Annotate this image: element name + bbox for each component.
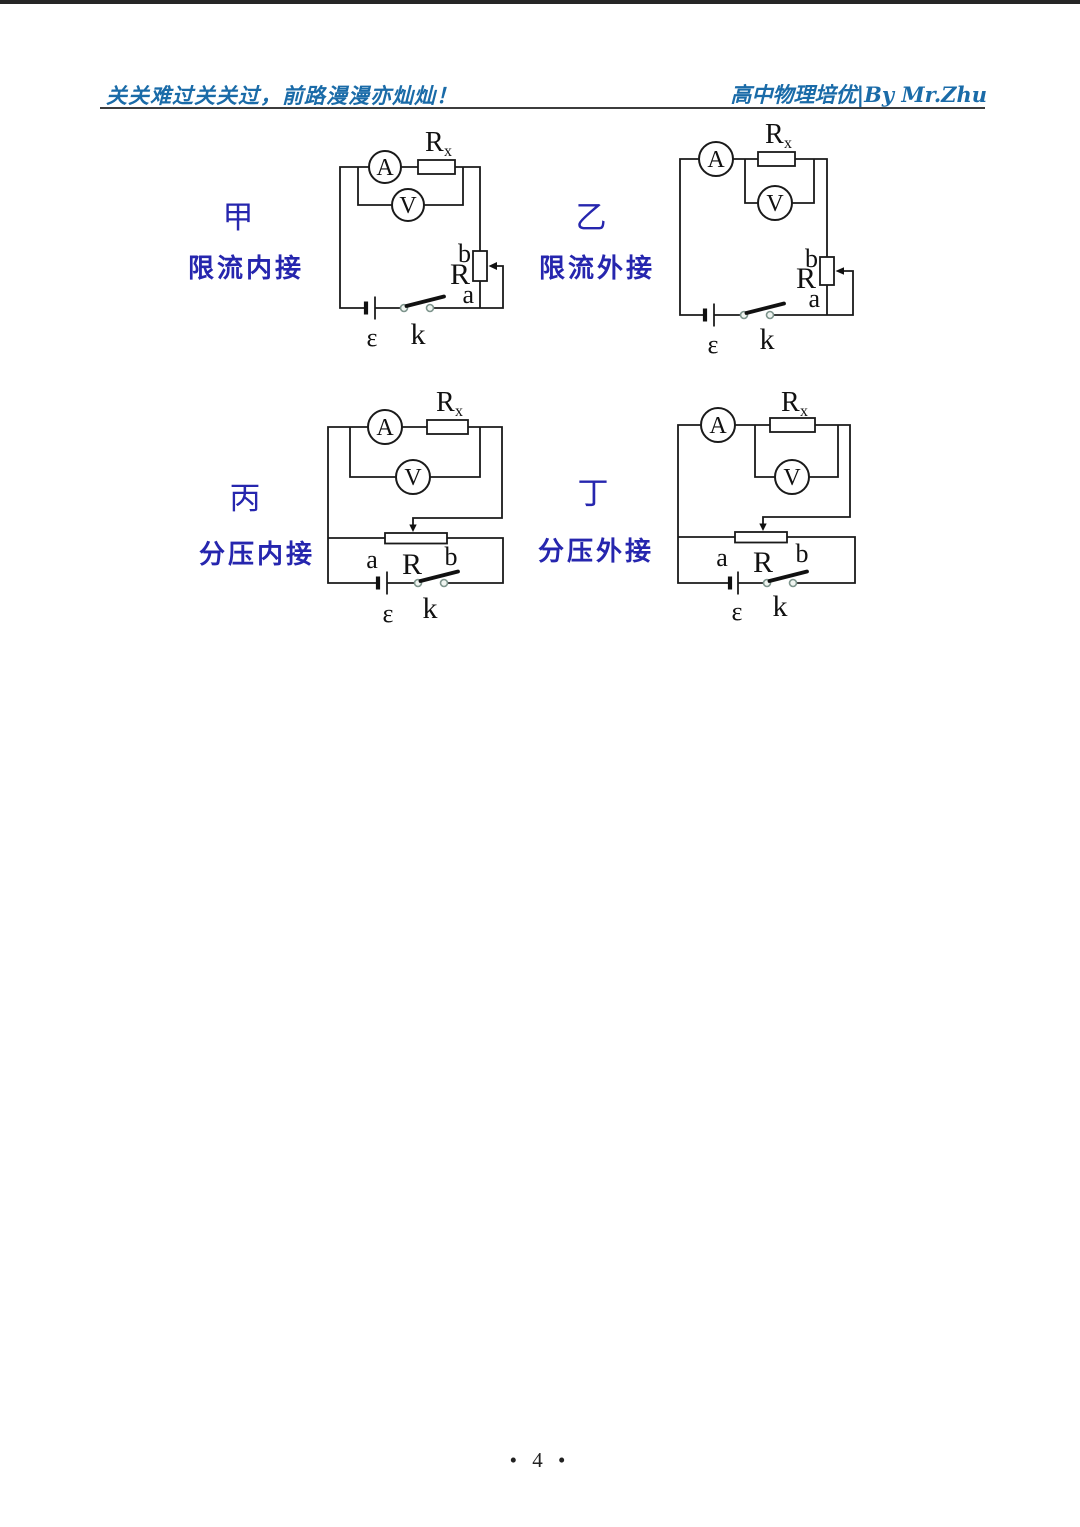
ammeter-symbol <box>698 141 734 177</box>
voltmeter-symbol <box>395 459 431 495</box>
switch-lever <box>418 569 460 583</box>
terminal-b-label: b <box>445 542 458 571</box>
rx-label: R <box>425 127 444 158</box>
rx-label: R <box>781 387 800 418</box>
rx-label: R <box>436 387 455 418</box>
emf-label: ε <box>732 597 743 626</box>
wiper-arrowhead <box>759 523 767 531</box>
voltmeter-letter: V <box>399 193 417 219</box>
ammeter-letter: A <box>707 147 725 173</box>
voltmeter-letter: V <box>766 191 784 217</box>
switch-label: k <box>773 590 788 623</box>
ammeter-letter: A <box>376 415 394 441</box>
circuit-yi-diagram: A V R x b R a ε k <box>679 119 854 359</box>
terminal-b-label: b <box>458 239 471 268</box>
terminal-a-label: a <box>366 545 378 574</box>
switch-lever <box>404 294 446 308</box>
voltmeter-letter: V <box>783 465 801 491</box>
switch-lever <box>744 301 786 315</box>
potentiometer-symbol <box>384 532 448 545</box>
unknown-resistor-symbol <box>757 151 796 167</box>
rheostat-label: R <box>402 548 422 581</box>
voltmeter-symbol <box>774 459 810 495</box>
switch-label: k <box>423 592 438 625</box>
rx-subscript: x <box>800 403 808 420</box>
circuit-ding-diagram: A V R x a R b ε k <box>677 387 856 626</box>
voltmeter-letter: V <box>404 465 422 491</box>
terminal-b-label: b <box>805 244 818 273</box>
switch-label: k <box>760 323 775 356</box>
page-top-border <box>0 0 1080 4</box>
rheostat-label: R <box>450 258 470 291</box>
ammeter-letter: A <box>709 413 727 439</box>
wiper-arrowhead <box>409 524 417 532</box>
emf-label: ε <box>708 330 719 359</box>
ammeter-symbol <box>368 150 402 184</box>
circuit-jia-diagram: A V R x b R a ε k <box>339 127 504 352</box>
voltmeter-symbol <box>757 185 793 221</box>
circuit-yi-tag: 乙 <box>575 200 607 236</box>
circuit-yi-caption: 限流外接 <box>538 254 655 284</box>
wires <box>339 166 504 309</box>
circuit-ding-tag: 丁 <box>577 476 609 512</box>
emf-label: ε <box>383 599 394 628</box>
unknown-resistor-symbol <box>769 417 816 433</box>
terminal-a-label: a <box>808 284 820 313</box>
ammeter-letter: A <box>376 155 394 181</box>
switch-node <box>788 578 798 588</box>
rheostat-symbol <box>819 256 835 286</box>
rx-subscript: x <box>455 403 463 420</box>
circuit-bing-tag: 丙 <box>229 481 261 517</box>
terminal-a-label: a <box>716 543 728 572</box>
header-brand: 高中物理培优|By Mr.Zhu <box>730 82 987 107</box>
page-number: • 4 • <box>509 1448 571 1472</box>
circuit-bing-caption: 分压内接 <box>198 540 315 570</box>
switch-node <box>439 578 449 588</box>
rheostat-label: R <box>796 262 816 295</box>
ammeter-symbol <box>700 407 736 443</box>
switch-lever <box>767 569 809 583</box>
wiper-arrowhead <box>488 262 497 270</box>
rx-subscript: x <box>444 143 452 160</box>
circuit-ding-caption: 分压外接 <box>537 537 654 567</box>
circuit-jia-caption: 限流内接 <box>187 254 304 284</box>
potentiometer-symbol <box>734 531 788 544</box>
rheostat-label: R <box>753 546 773 579</box>
emf-label: ε <box>367 323 378 352</box>
ammeter-symbol <box>367 409 403 445</box>
rheostat-symbol <box>472 250 488 282</box>
circuit-jia-tag: 甲 <box>222 200 254 236</box>
switch-node <box>765 310 775 320</box>
circuit-bing-diagram: A V R x a R b ε k <box>327 387 504 628</box>
header-divider <box>100 107 985 109</box>
wires <box>677 424 856 584</box>
switch-node <box>425 303 435 313</box>
wires <box>327 426 504 584</box>
switch-label: k <box>411 318 426 351</box>
unknown-resistor-symbol <box>417 159 456 175</box>
rx-label: R <box>765 119 784 150</box>
unknown-resistor-symbol <box>426 419 469 435</box>
terminal-b-label: b <box>796 539 809 568</box>
terminal-a-label: a <box>462 280 474 309</box>
rx-subscript: x <box>784 135 792 152</box>
voltmeter-symbol <box>391 188 425 222</box>
wires <box>679 158 854 316</box>
wiper-arrowhead <box>835 267 844 275</box>
header-motto: 关关难过关关过，前路漫漫亦灿灿！ <box>106 84 458 108</box>
